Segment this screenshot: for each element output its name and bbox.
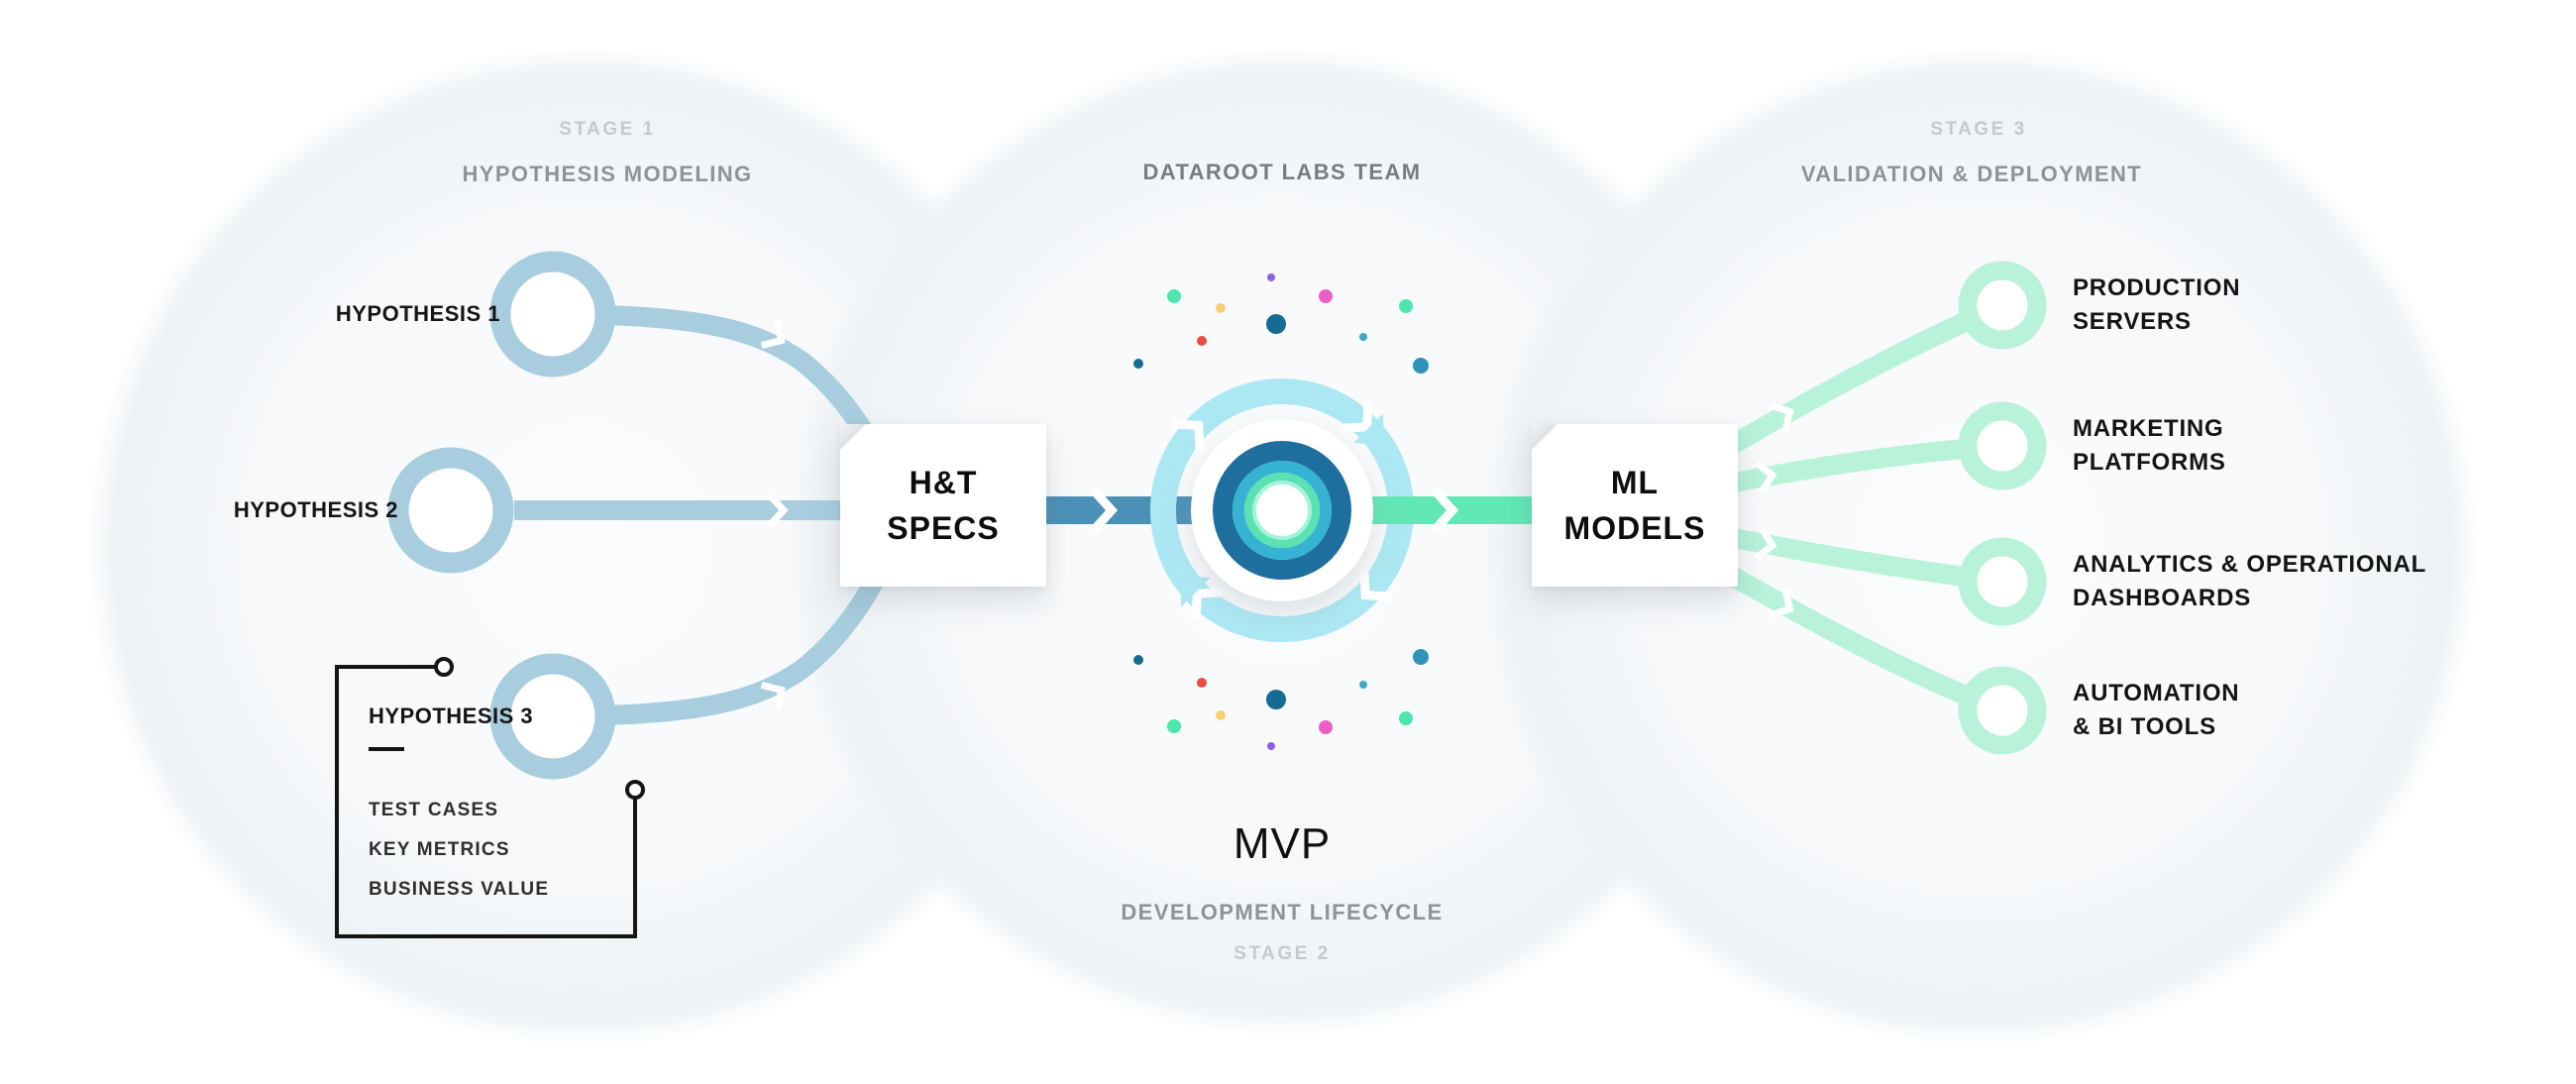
hypothesis-node-rings bbox=[387, 251, 616, 780]
stage3-title: VALIDATION & DEPLOYMENT bbox=[1800, 162, 2143, 186]
specs-card: H&T SPECS bbox=[840, 424, 1046, 587]
models-card-line1: ML bbox=[1610, 465, 1660, 500]
hypothesis-2-label: HYPOTHESIS 2 bbox=[233, 497, 398, 522]
scatter-dots bbox=[1133, 273, 1429, 750]
stage3-label: STAGE 3 bbox=[1930, 119, 2027, 140]
output-node-rings bbox=[1958, 261, 2047, 755]
callout-item-business-value: BUSINESS VALUE bbox=[369, 879, 550, 900]
specs-card-line1: H&T bbox=[909, 465, 978, 500]
output-line: AUTOMATION bbox=[2073, 680, 2240, 706]
output-label-marketing-platforms: MARKETING PLATFORMS bbox=[2073, 412, 2226, 480]
models-card-line2: MODELS bbox=[1563, 510, 1706, 546]
team-title: DATAROOT LABS TEAM bbox=[1142, 160, 1422, 184]
output-label-automation-bi-tools: AUTOMATION & BI TOOLS bbox=[2073, 677, 2239, 744]
callout-item-test-cases: TEST CASES bbox=[369, 800, 499, 820]
hypothesis-band-chevrons bbox=[760, 319, 789, 711]
callout-bracket bbox=[335, 657, 645, 938]
hypothesis-3-label: HYPOTHESIS 3 bbox=[369, 704, 534, 728]
main-band-chevrons bbox=[1090, 487, 1459, 534]
output-line: PLATFORMS bbox=[2073, 449, 2226, 476]
output-label-analytics-dashboards: ANALYTICS & OPERATIONAL DASHBOARDS bbox=[2073, 548, 2426, 615]
hypothesis-1-label: HYPOTHESIS 1 bbox=[335, 301, 500, 326]
output-line: ANALYTICS & OPERATIONAL bbox=[2073, 551, 2427, 578]
team-logo bbox=[1191, 419, 1373, 601]
output-band-chevrons bbox=[1754, 401, 1794, 619]
output-line: SERVERS bbox=[2073, 308, 2192, 335]
output-line: PRODUCTION bbox=[2073, 274, 2241, 301]
callout-item-key-metrics: KEY METRICS bbox=[369, 839, 510, 860]
output-line: & BI TOOLS bbox=[2073, 713, 2216, 740]
output-label-production-servers: PRODUCTION SERVERS bbox=[2073, 271, 2240, 339]
models-card: ML MODELS bbox=[1532, 424, 1738, 587]
output-line: MARKETING bbox=[2073, 415, 2224, 442]
stage2-title: DEVELOPMENT LIFECYCLE bbox=[1121, 900, 1444, 924]
stage1-title: HYPOTHESIS MODELING bbox=[462, 162, 753, 186]
specs-card-line2: SPECS bbox=[887, 510, 1000, 546]
mvp-label: MVP bbox=[1233, 819, 1332, 868]
stage1-label: STAGE 1 bbox=[559, 119, 656, 140]
stage2-label: STAGE 2 bbox=[1234, 943, 1331, 964]
output-line: DASHBOARDS bbox=[2073, 585, 2252, 611]
